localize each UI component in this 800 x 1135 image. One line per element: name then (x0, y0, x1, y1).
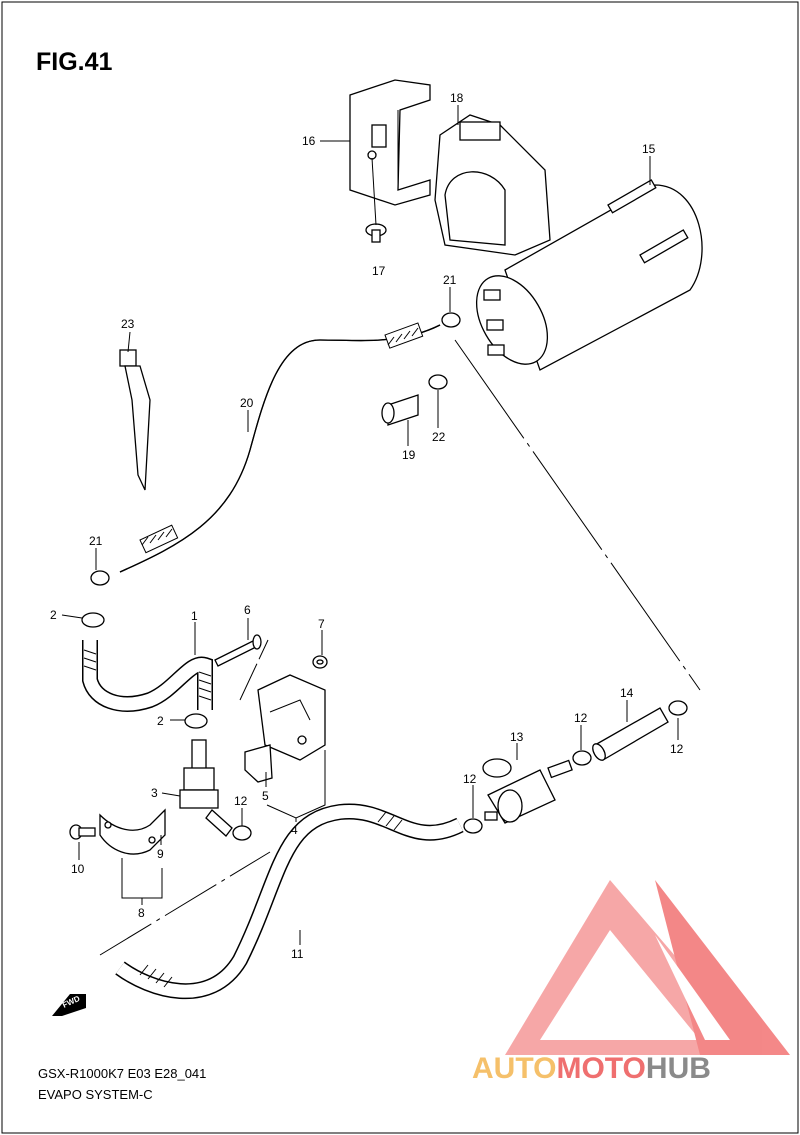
part-6-rivet[interactable] (214, 634, 262, 667)
label-2-lower: 2 (157, 714, 164, 728)
label-14: 14 (620, 686, 634, 700)
label-8: 8 (138, 906, 145, 920)
part-10-bolt[interactable] (69, 824, 96, 840)
part-13-solenoid-valve[interactable] (482, 758, 573, 824)
label-2-upper: 2 (50, 608, 57, 622)
label-6: 6 (244, 603, 251, 617)
figure-title: FIG.41 (36, 48, 113, 76)
label-23: 23 (121, 317, 135, 331)
watermark-hub: HUB (645, 1052, 711, 1085)
watermark-moto: MOTO (556, 1052, 646, 1085)
model-code: GSX-R1000K7 E03 E28_041 (38, 1066, 207, 1081)
label-10: 10 (71, 862, 85, 876)
label-21-upper: 21 (443, 273, 457, 287)
part-20-purge-hose[interactable] (119, 322, 441, 573)
label-20: 20 (240, 396, 254, 410)
part-12-clamp-c[interactable] (572, 750, 592, 766)
label-9: 9 (157, 847, 164, 861)
fwd-arrow: FWD (52, 994, 86, 1016)
watermark-auto: AUTO (472, 1052, 557, 1085)
label-1: 1 (191, 609, 198, 623)
part-11-hose[interactable] (115, 803, 464, 1000)
label-5: 5 (262, 789, 269, 803)
system-name: EVAPO SYSTEM-C (38, 1087, 153, 1102)
part-labels: 16 18 15 17 21 23 22 19 20 21 2 1 6 7 2 … (50, 91, 684, 961)
label-16: 16 (302, 134, 316, 148)
part-21-clamp-lower[interactable] (90, 570, 110, 586)
label-11: 11 (291, 947, 304, 961)
part-14-hose[interactable] (590, 707, 669, 762)
part-7-washer[interactable] (312, 655, 328, 669)
part-4-bracket[interactable] (257, 674, 326, 761)
label-18: 18 (450, 91, 464, 105)
part-3-check-valve[interactable] (179, 739, 233, 837)
part-22-clamp[interactable] (428, 374, 448, 390)
label-4: 4 (291, 823, 298, 837)
watermark-text: AUTOMOTOHUB (472, 1052, 711, 1086)
label-3: 3 (151, 786, 158, 800)
part-21-clamp-upper[interactable] (441, 312, 461, 328)
label-21-lower: 21 (89, 534, 103, 548)
label-19: 19 (402, 448, 416, 462)
label-15: 15 (642, 142, 656, 156)
part-12-clamp-d[interactable] (668, 700, 688, 716)
label-17: 17 (372, 264, 386, 278)
part-12-clamp-a[interactable] (232, 825, 252, 841)
label-12-b: 12 (463, 772, 477, 786)
label-12-d: 12 (670, 742, 684, 756)
part-17-screw[interactable] (365, 157, 387, 243)
part-15-canister[interactable] (462, 179, 703, 377)
part-5-clip[interactable] (244, 744, 273, 783)
part-2-clamp-lower[interactable] (184, 713, 208, 729)
part-1-hose[interactable] (82, 640, 213, 712)
part-2-clamp-upper[interactable] (81, 612, 105, 628)
label-12-a: 12 (234, 794, 248, 808)
label-22: 22 (432, 430, 446, 444)
part-16-bracket[interactable] (349, 79, 431, 206)
part-18-canister-cover[interactable] (434, 114, 551, 256)
part-23-cable-tie[interactable] (119, 349, 151, 491)
part-12-clamp-b[interactable] (463, 818, 483, 834)
leader-lines (61, 105, 701, 956)
part-9-clamp-bracket[interactable] (99, 808, 166, 855)
label-13: 13 (510, 730, 524, 744)
watermark-logo (505, 880, 790, 1055)
label-7: 7 (318, 617, 325, 631)
part-19-cap[interactable] (381, 394, 419, 426)
label-12-c: 12 (574, 711, 588, 725)
